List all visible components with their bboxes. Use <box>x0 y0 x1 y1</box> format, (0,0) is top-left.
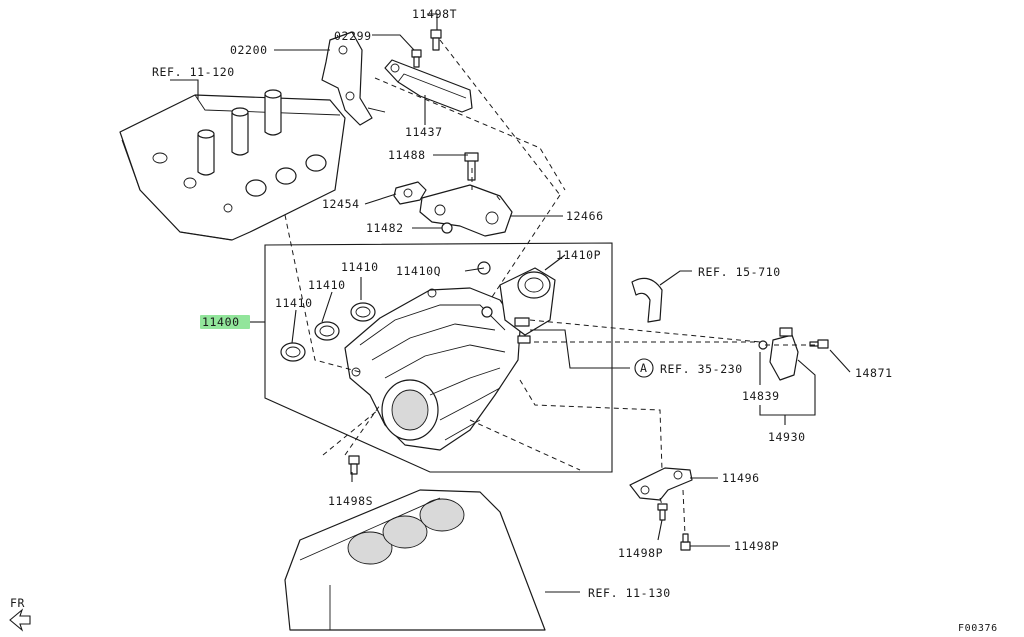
stay-11437-drawing <box>384 59 473 113</box>
label-11482: 11482 <box>366 221 404 235</box>
label-11410-b: 11410 <box>308 278 346 292</box>
cylinder-head-drawing <box>119 89 346 241</box>
circle-a-marker <box>634 358 654 378</box>
label-11496: 11496 <box>722 471 760 485</box>
callout-labels: 11498T 02200 02299 REF. 11-120 11437 114… <box>10 7 998 634</box>
label-11410p: 11410P <box>556 248 601 262</box>
bracket-11496-drawing <box>629 467 693 501</box>
label-14871: 14871 <box>855 366 893 380</box>
gasket-12454-drawing <box>393 181 427 205</box>
label-02200: 02200 <box>230 43 268 57</box>
intake-manifold-drawing <box>344 261 556 451</box>
manifold-assembly-frame <box>264 242 613 473</box>
hose-ref-15-710-drawing <box>631 277 663 323</box>
label-ref-11-120: REF. 11-120 <box>152 65 235 79</box>
label-ref-35-230: REF. 35-230 <box>660 362 743 376</box>
nut-11482-drawing <box>441 222 453 234</box>
label-14930: 14930 <box>768 430 806 444</box>
bracket-02200-drawing <box>321 31 386 126</box>
label-11437: 11437 <box>405 125 443 139</box>
egr-body-12466-drawing <box>419 152 513 237</box>
label-11410-c: 11410 <box>275 296 313 310</box>
bolt-11498s-drawing <box>348 455 360 475</box>
bolt-11498p-drawing <box>657 503 691 551</box>
label-11498s: 11498S <box>328 494 373 508</box>
highlight-11400 <box>200 315 250 329</box>
label-11410q: 11410Q <box>396 264 441 278</box>
bolt-11498t-drawing <box>430 29 442 51</box>
label-12466: 12466 <box>566 209 604 223</box>
label-11400: 11400 <box>202 315 240 329</box>
dashed-guides <box>284 39 818 536</box>
leader-lines <box>170 13 851 593</box>
front-arrow-icon <box>9 608 31 632</box>
label-fr: FR <box>10 596 25 610</box>
gasket-11410-drawing <box>280 302 376 362</box>
cylinder-block-drawing <box>284 489 546 631</box>
label-14839: 14839 <box>742 389 780 403</box>
label-11410-a: 11410 <box>341 260 379 274</box>
label-ref-15-710: REF. 15-710 <box>698 265 781 279</box>
label-circle-a: A <box>640 361 648 375</box>
label-11488: 11488 <box>388 148 426 162</box>
label-11498p-b: 11498P <box>734 539 779 553</box>
label-11498t: 11498T <box>412 7 457 21</box>
bolt-02299-drawing <box>411 49 422 68</box>
label-12454: 12454 <box>322 197 360 211</box>
label-11498p-a: 11498P <box>618 546 663 560</box>
label-02299: 02299 <box>334 29 372 43</box>
label-ref-11-130: REF. 11-130 <box>588 586 671 600</box>
sensor-14930-drawing <box>758 327 829 381</box>
label-figure-code: F00376 <box>958 623 998 634</box>
